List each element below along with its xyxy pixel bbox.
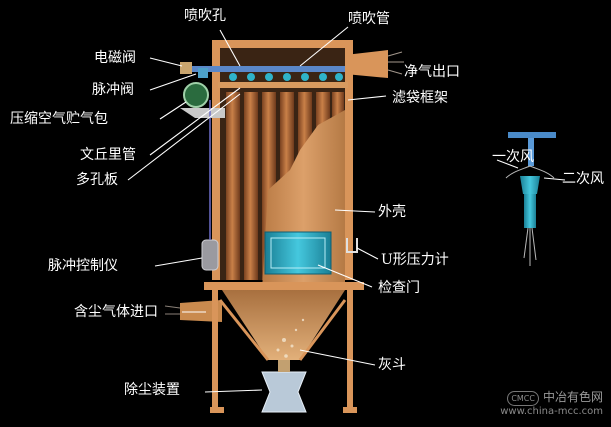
- label-secondary-air: 二次风: [562, 171, 604, 187]
- support-legs: [210, 290, 357, 413]
- label-dust-removal-device: 除尘装置: [124, 382, 180, 398]
- leader-lines: [127, 26, 566, 393]
- label-clean-gas-outlet: 净气出口: [404, 64, 460, 80]
- compressed-air-tank: [183, 82, 209, 108]
- label-blowing-hole: 喷吹孔: [184, 8, 226, 24]
- label-inspection-door: 检查门: [378, 280, 420, 296]
- label-pulse-valve: 脉冲阀: [92, 82, 134, 98]
- venturi-nozzles: [229, 73, 343, 81]
- clean-gas-outlet: [345, 50, 388, 78]
- label-solenoid-valve: 电磁阀: [94, 50, 136, 66]
- hopper-ledge: [204, 282, 364, 290]
- watermark-logo-text: CMCC: [507, 391, 539, 406]
- hopper-dust: [276, 318, 305, 358]
- solenoid-valve: [180, 62, 192, 74]
- leg-brace-left: [218, 299, 270, 361]
- inspection-door: [264, 231, 332, 275]
- watermark-brand: 中冶有色网: [542, 390, 603, 404]
- perforated-plate: [218, 82, 348, 88]
- dusty-gas-inlet: [180, 300, 222, 322]
- label-perforated-plate: 多孔板: [76, 172, 118, 188]
- dust-discharge-device: [261, 371, 307, 413]
- u-manometer: [346, 238, 358, 253]
- label-primary-air: 一次风: [492, 149, 534, 165]
- label-outer-shell: 外壳: [378, 204, 406, 220]
- ash-hopper: [222, 290, 345, 360]
- label-compressed-air-tank: 压缩空气贮气包: [10, 111, 108, 127]
- control-bracket: [180, 108, 225, 118]
- pulse-valve: [198, 68, 208, 78]
- inlet-air-streaks: [164, 305, 181, 315]
- label-pulse-controller: 脉冲控制仪: [48, 258, 118, 274]
- pulse-controller: [201, 239, 219, 271]
- label-ash-hopper: 灰斗: [378, 357, 406, 373]
- nozzle-detail: [505, 132, 556, 266]
- label-dusty-gas-inlet: 含尘气体进口: [74, 304, 158, 320]
- watermark-url: www.china-mcc.com: [500, 406, 603, 417]
- label-venturi-tube: 文丘里管: [80, 147, 136, 163]
- discharge-neck: [278, 360, 290, 372]
- outlet-air-streaks: [387, 51, 404, 75]
- leg-brace-right: [298, 299, 347, 361]
- label-filter-bag-frame: 滤袋框架: [392, 90, 448, 106]
- label-blowpipe: 喷吹管: [348, 11, 390, 27]
- blowpipe: [190, 66, 350, 72]
- inspection-door-frame: [270, 237, 326, 269]
- label-u-manometer: U形压力计: [381, 252, 449, 268]
